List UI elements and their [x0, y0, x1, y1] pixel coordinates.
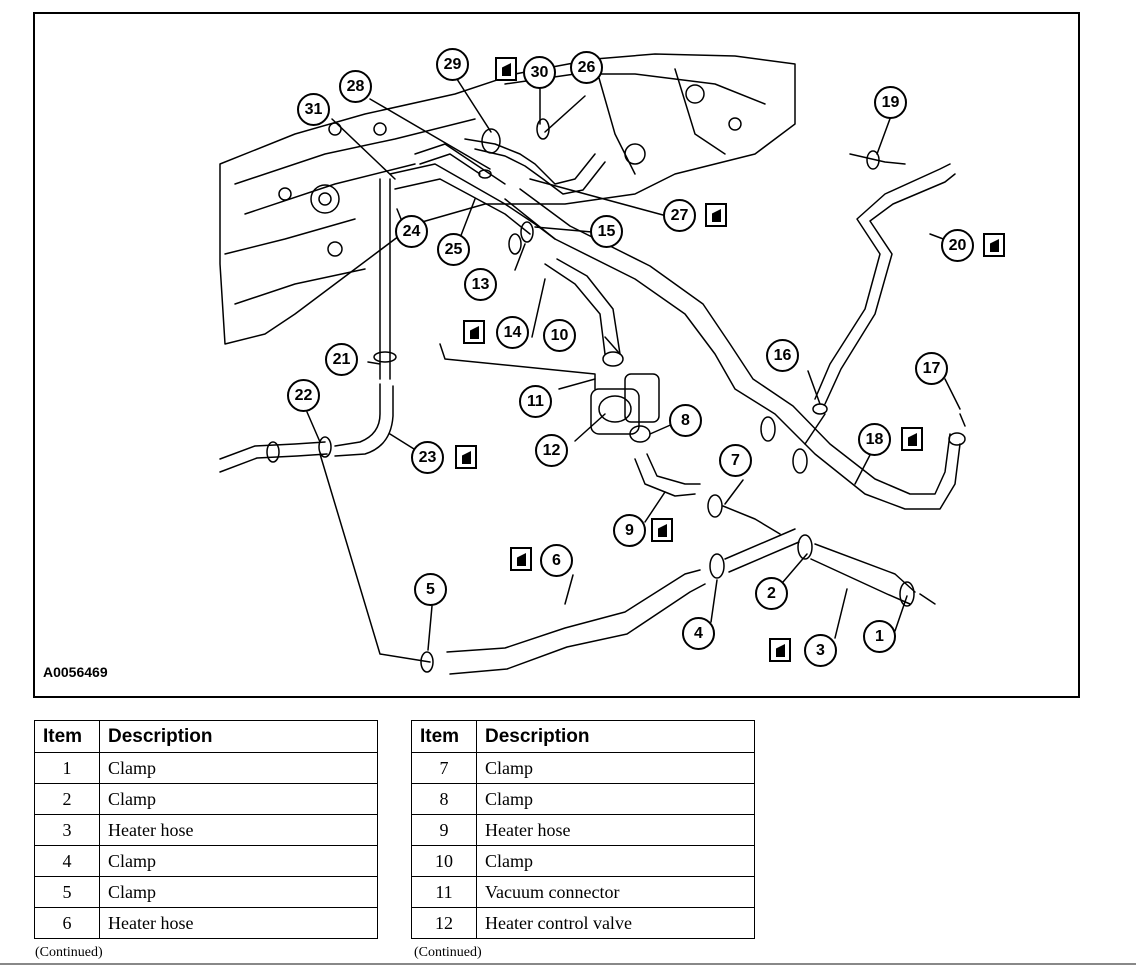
- table-header-row: Item Description: [411, 720, 755, 753]
- callout-27: 27: [663, 199, 696, 232]
- item-description: Clamp: [99, 752, 378, 784]
- callout-18: 18: [858, 423, 891, 456]
- item-description: Clamp: [476, 845, 755, 877]
- callout-22: 22: [287, 379, 320, 412]
- callout-26: 26: [570, 51, 603, 84]
- diagram-figure: 1 2 3 4 5 6 7 8 9 10 11 12 13 14 15 16 1…: [33, 12, 1080, 698]
- table-header-row: Item Description: [34, 720, 378, 753]
- callout-4: 4: [682, 617, 715, 650]
- callout-31: 31: [297, 93, 330, 126]
- note-icon: [705, 203, 727, 227]
- item-description: Clamp: [476, 783, 755, 815]
- item-description: Heater hose: [99, 907, 378, 939]
- item-number: 2: [34, 783, 100, 815]
- item-number: 10: [411, 845, 477, 877]
- note-icon: [901, 427, 923, 451]
- continued-note-1: (Continued): [35, 945, 103, 960]
- note-icon: [983, 233, 1005, 257]
- callout-30: 30: [523, 56, 556, 89]
- header-item: Item: [34, 720, 100, 753]
- item-number: 3: [34, 814, 100, 846]
- callout-14: 14: [496, 316, 529, 349]
- callout-9: 9: [613, 514, 646, 547]
- callout-16: 16: [766, 339, 799, 372]
- header-description: Description: [476, 720, 755, 753]
- note-icon: [495, 57, 517, 81]
- callout-10: 10: [543, 319, 576, 352]
- note-icon: [463, 320, 485, 344]
- item-number: 6: [34, 907, 100, 939]
- callout-11: 11: [519, 385, 552, 418]
- callout-7: 7: [719, 444, 752, 477]
- callout-15: 15: [590, 215, 623, 248]
- callout-3: 3: [804, 634, 837, 667]
- callout-6: 6: [540, 544, 573, 577]
- item-description: Heater hose: [476, 814, 755, 846]
- callout-24: 24: [395, 215, 428, 248]
- callout-20: 20: [941, 229, 974, 262]
- callout-25: 25: [437, 233, 470, 266]
- note-icon: [651, 518, 673, 542]
- item-number: 4: [34, 845, 100, 877]
- item-description: Heater hose: [99, 814, 378, 846]
- note-icon: [510, 547, 532, 571]
- callout-19: 19: [874, 86, 907, 119]
- item-description: Clamp: [99, 876, 378, 908]
- page-bottom-rule: [0, 963, 1136, 965]
- item-number: 8: [411, 783, 477, 815]
- note-icon: [455, 445, 477, 469]
- callout-8: 8: [669, 404, 702, 437]
- callout-28: 28: [339, 70, 372, 103]
- item-number: 1: [34, 752, 100, 784]
- callout-1: 1: [863, 620, 896, 653]
- continued-note-2: (Continued): [414, 945, 482, 960]
- callout-12: 12: [535, 434, 568, 467]
- note-icon: [769, 638, 791, 662]
- item-number: 7: [411, 752, 477, 784]
- item-description: Vacuum connector: [476, 876, 755, 908]
- header-description: Description: [99, 720, 378, 753]
- item-description: Clamp: [99, 783, 378, 815]
- callout-29: 29: [436, 48, 469, 81]
- callout-17: 17: [915, 352, 948, 385]
- item-number: 5: [34, 876, 100, 908]
- item-number: 12: [411, 907, 477, 939]
- item-number: 11: [411, 876, 477, 908]
- item-description: Clamp: [99, 845, 378, 877]
- callout-5: 5: [414, 573, 447, 606]
- header-item: Item: [411, 720, 477, 753]
- item-description: Heater control valve: [476, 907, 755, 939]
- item-number: 9: [411, 814, 477, 846]
- callout-13: 13: [464, 268, 497, 301]
- callout-2: 2: [755, 577, 788, 610]
- callout-21: 21: [325, 343, 358, 376]
- item-description: Clamp: [476, 752, 755, 784]
- figure-id: A0056469: [43, 664, 108, 680]
- callout-23: 23: [411, 441, 444, 474]
